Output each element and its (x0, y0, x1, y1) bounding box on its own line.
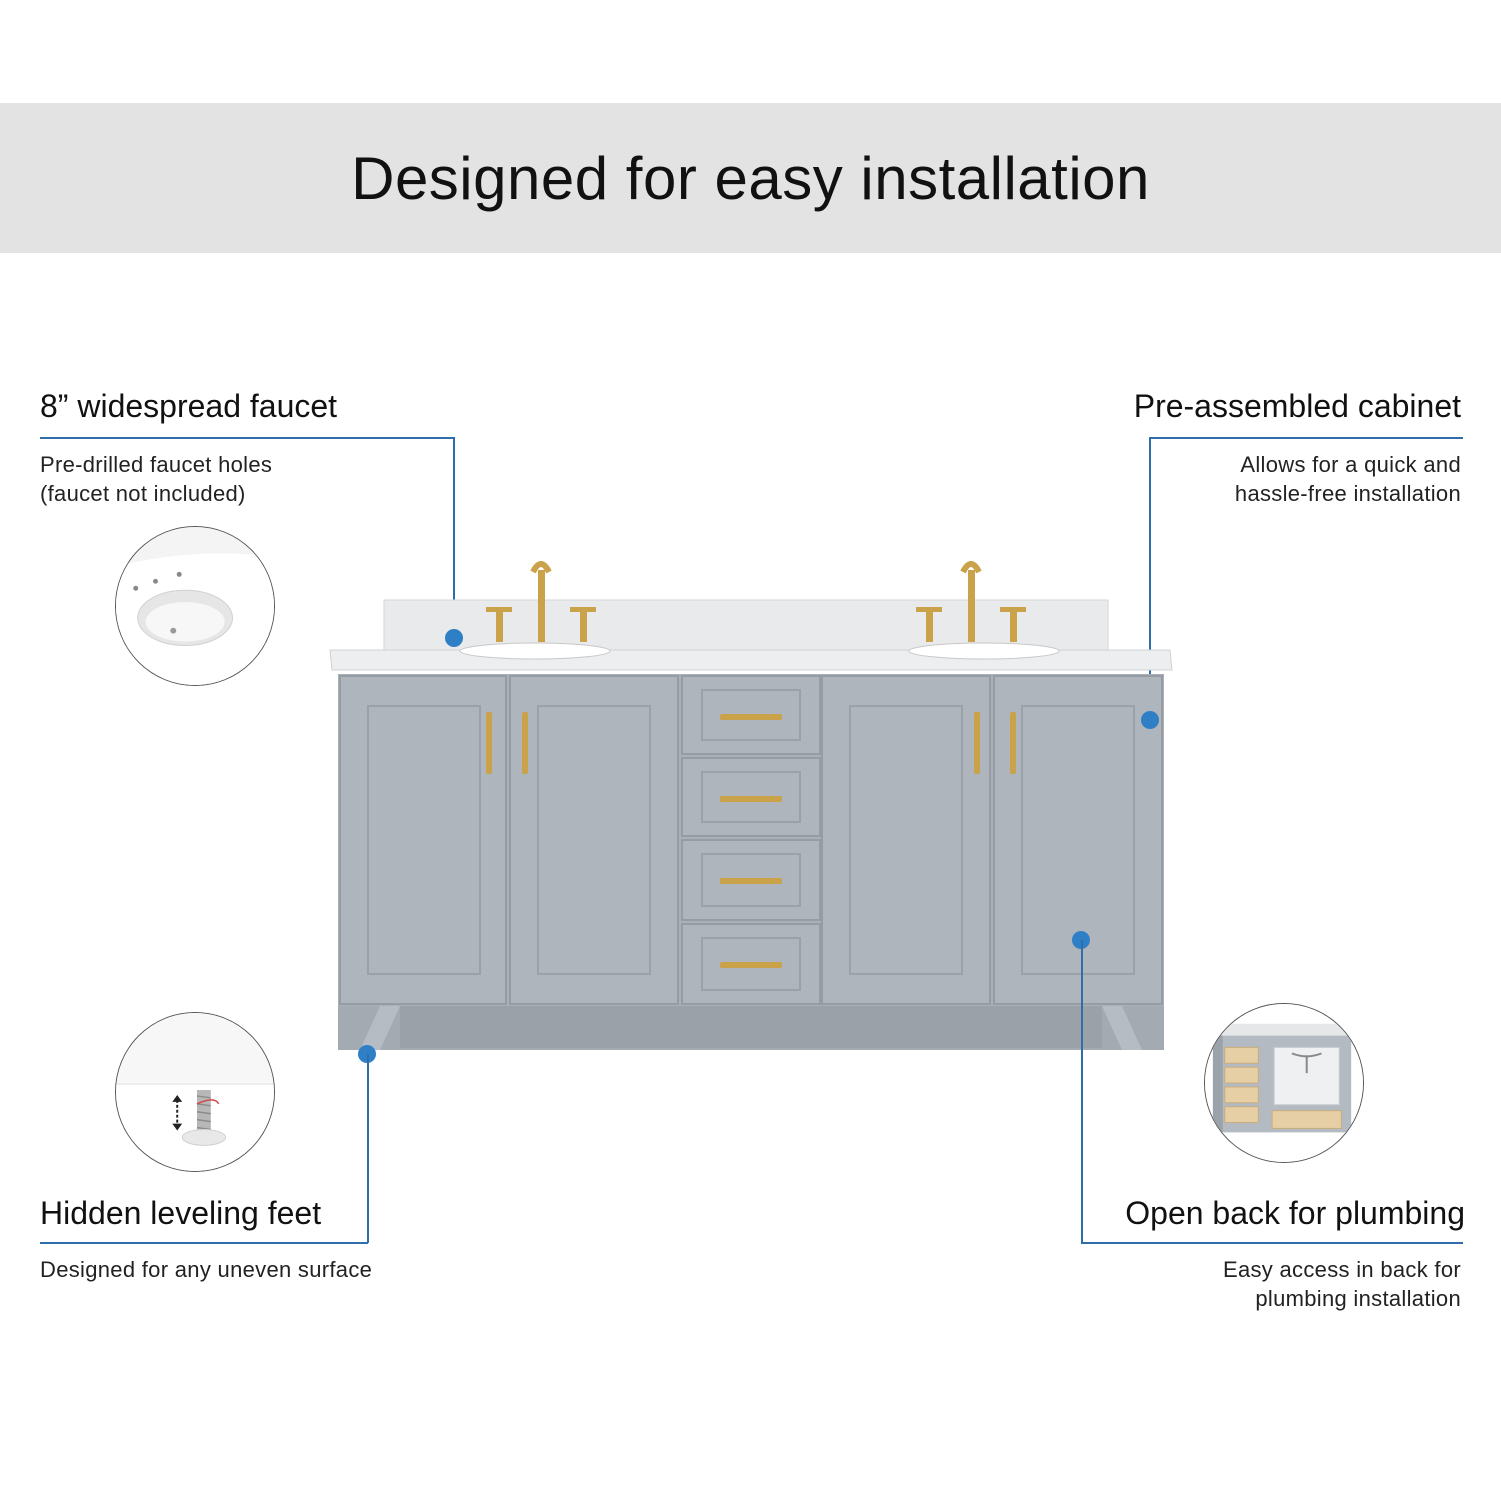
cabinet-desc-line-2: hassle-free installation (1234, 481, 1461, 506)
faucet-hotspot-dot[interactable] (445, 629, 463, 647)
vanity-product-image (320, 550, 1180, 1070)
feet-callout-line (40, 1242, 368, 1244)
feet-feature-desc: Designed for any uneven surface (40, 1257, 373, 1282)
leveling-foot-detail-image (115, 1012, 275, 1172)
plumbing-callout-line (1081, 1242, 1463, 1244)
page-title: Designed for easy installation (351, 144, 1150, 212)
feet-feature-title: Hidden leveling feet (40, 1195, 322, 1231)
faucet-callout-line-vertical (453, 437, 455, 637)
feet-callout-line-vertical (367, 1054, 369, 1243)
cabinet-callout-line (1149, 437, 1463, 439)
faucet-desc-line-1: Pre-drilled faucet holes (40, 452, 273, 477)
plumbing-callout-line-vertical (1081, 940, 1083, 1243)
faucet-feature-desc: Pre-drilled faucet holes (faucet not inc… (40, 450, 272, 508)
cabinet-callout-line-vertical (1149, 437, 1151, 720)
faucet-feature-title: 8” widespread faucet (40, 388, 338, 424)
cabinet-feature-desc: Allows for a quick and hassle-free insta… (1235, 450, 1461, 508)
plumbing-feature-title: Open back for plumbing (1125, 1195, 1465, 1231)
header-banner: Designed for easy installation (0, 103, 1501, 253)
faucet-callout-line (40, 437, 454, 439)
faucet-desc-line-2: (faucet not included) (40, 481, 246, 506)
open-back-detail-image (1204, 1003, 1364, 1163)
plumbing-feature-desc: Easy access in back for plumbing install… (1223, 1255, 1461, 1313)
cabinet-feature-title: Pre-assembled cabinet (1133, 388, 1461, 424)
cabinet-hotspot-dot[interactable] (1141, 711, 1159, 729)
plumbing-desc-line-2: plumbing installation (1255, 1286, 1461, 1311)
cabinet-desc-line-1: Allows for a quick and (1240, 452, 1461, 477)
plumbing-desc-line-1: Easy access in back for (1223, 1257, 1461, 1282)
faucet-holes-detail-image (115, 526, 275, 686)
